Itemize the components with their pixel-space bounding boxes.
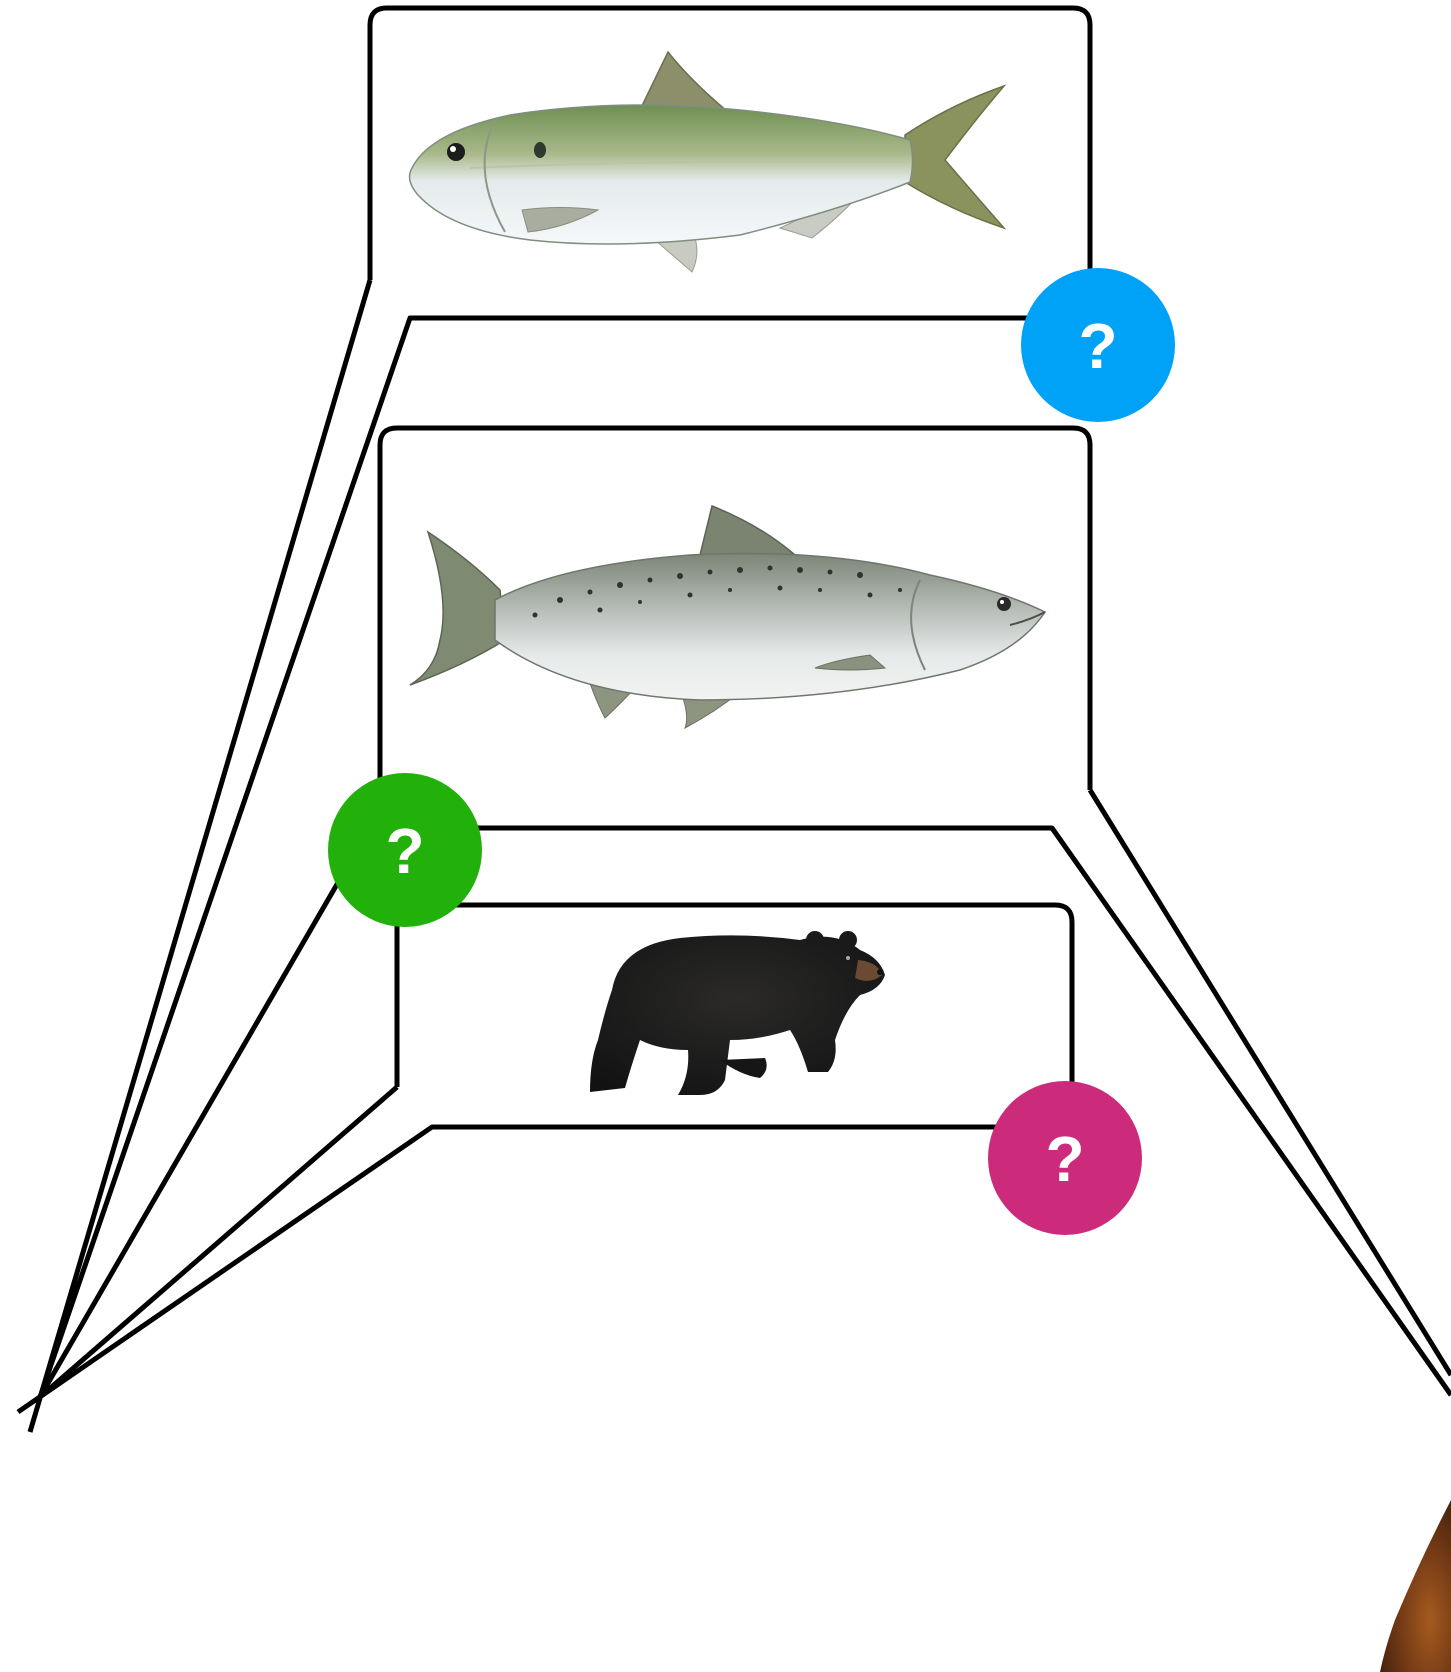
badge-panel-1[interactable]: ? <box>1021 268 1175 422</box>
panel-alewife <box>370 8 1090 318</box>
panel-2-right-connector <box>1090 790 1451 1375</box>
panel-chinook-salmon <box>380 428 1090 810</box>
panel-2-bottom-connector <box>470 828 1451 1395</box>
badge-panel-3[interactable]: ? <box>988 1081 1142 1235</box>
black-bear-photo <box>590 931 885 1095</box>
chinook-salmon-illustration <box>410 506 1045 728</box>
corner-wood-fragment <box>1380 1500 1451 1672</box>
alewife-fish-illustration <box>410 52 1004 272</box>
question-mark-icon: ? <box>1078 310 1117 382</box>
question-mark-icon: ? <box>1045 1123 1084 1195</box>
question-mark-icon: ? <box>385 815 424 887</box>
panel-black-bear <box>397 905 1072 1100</box>
badge-panel-2[interactable]: ? <box>328 773 482 927</box>
connector-lines <box>18 280 1451 1432</box>
